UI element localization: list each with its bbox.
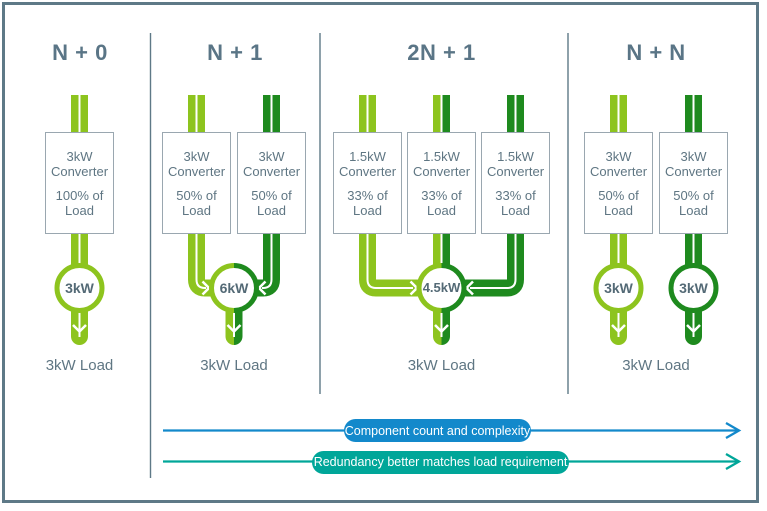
converter-box: 3kW Converter 50% of Load — [659, 132, 728, 234]
output-power-label: 4.5kW — [422, 280, 461, 295]
load-label: 3kW Load — [622, 357, 690, 374]
converter-load-share: 50% of Load — [598, 187, 639, 218]
converter-box: 3kW Converter 100% of Load — [45, 132, 114, 234]
converter-load-share: 50% of Load — [251, 187, 292, 218]
load-label: 3kW Load — [407, 357, 476, 374]
converter-rating: 1.5kW Converter — [338, 148, 397, 179]
converter-load-share: 33% of Load — [347, 187, 388, 218]
converter-box: 1.5kW Converter 33% of Load — [481, 132, 550, 234]
load-label: 3kW Load — [45, 357, 114, 374]
trend-pill-redundancy-label: Redundancy better matches load requireme… — [313, 455, 568, 469]
converter-box: 1.5kW Converter 33% of Load — [407, 132, 476, 234]
output-power-label: 3kW — [65, 280, 94, 296]
converter-load-share: 50% of Load — [673, 187, 714, 218]
column-title-2n1: 2N + 1 — [407, 40, 476, 65]
diagram-frame — [2, 2, 759, 503]
converter-load-share: 33% of Load — [421, 187, 462, 218]
converter-load-share: 100% of Load — [55, 187, 104, 218]
converter-box: 3kW Converter 50% of Load — [584, 132, 653, 234]
converter-rating: 3kW Converter — [167, 148, 226, 179]
column-title-nn: N + N — [626, 40, 686, 65]
output-power-label: 3kW — [679, 280, 708, 296]
output-power-label: 6kW — [219, 280, 249, 296]
converter-rating: 3kW Converter — [50, 148, 109, 179]
converter-rating: 3kW Converter — [589, 148, 648, 179]
output-power-label: 3kW — [604, 280, 633, 296]
converter-box: 3kW Converter 50% of Load — [237, 132, 306, 234]
column-title-n1: N + 1 — [207, 40, 263, 65]
output-circles — [54, 263, 719, 313]
converter-rating: 3kW Converter — [664, 148, 723, 179]
load-label: 3kW Load — [200, 357, 268, 374]
trend-pill-complexity: Component count and complexity — [344, 419, 531, 442]
converter-rating: 1.5kW Converter — [486, 148, 545, 179]
converter-box: 1.5kW Converter 33% of Load — [333, 132, 402, 234]
trend-pill-complexity-label: Component count and complexity — [344, 423, 531, 438]
pipes-2n1 — [359, 95, 524, 345]
converter-rating: 3kW Converter — [242, 148, 301, 179]
pipes-n1 — [188, 95, 280, 345]
column-dividers — [149, 33, 569, 478]
converter-box: 3kW Converter 50% of Load — [162, 132, 231, 234]
converter-load-share: 33% of Load — [495, 187, 536, 218]
column-title-n0: N + 0 — [52, 40, 108, 65]
converter-rating: 1.5kW Converter — [412, 148, 471, 179]
trend-pill-redundancy: Redundancy better matches load requireme… — [312, 450, 569, 474]
converter-load-share: 50% of Load — [176, 187, 217, 218]
